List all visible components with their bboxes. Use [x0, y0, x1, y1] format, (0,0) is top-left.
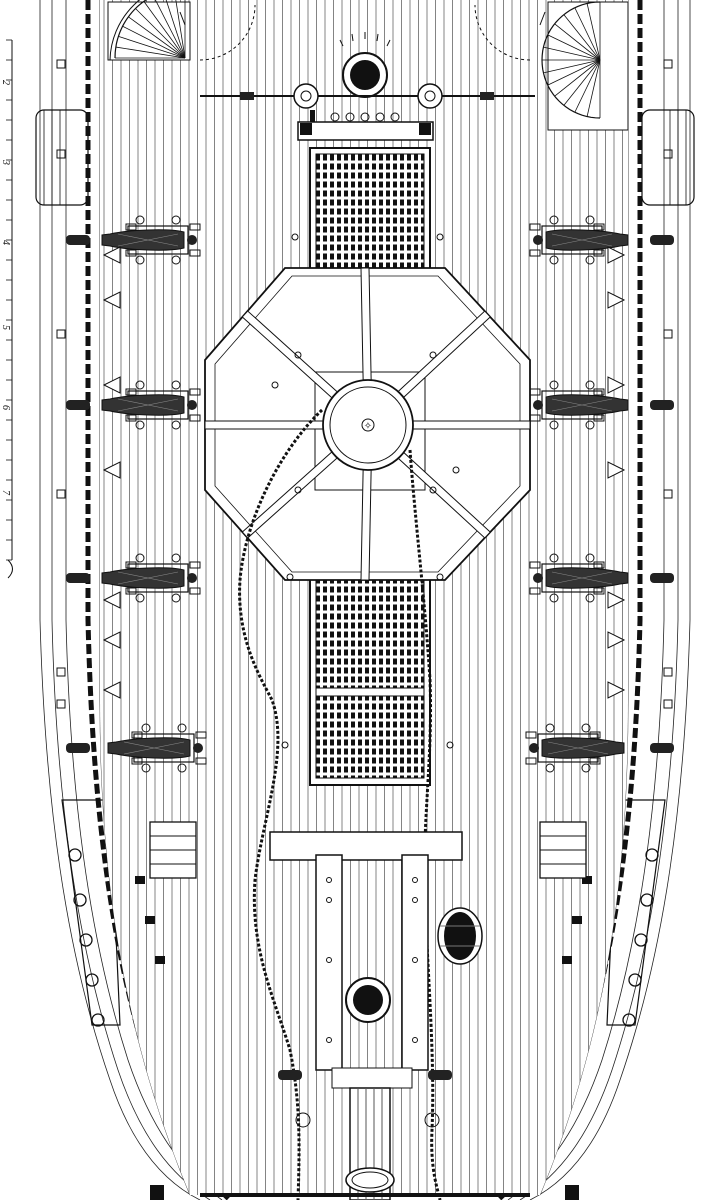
door-swings — [179, 4, 546, 61]
grating-forward — [309, 147, 431, 281]
port-lid — [66, 573, 90, 583]
belaying-pins — [56, 59, 673, 1034]
scale-labels: 2 3 4 5 6 7 — [0, 80, 13, 579]
grating-aft — [309, 569, 431, 786]
port-lid — [66, 743, 90, 753]
scale-ticks — [6, 39, 12, 561]
forward-fittings — [200, 32, 535, 141]
scale-label: 7 — [0, 490, 11, 496]
spiral-stair-starboard — [541, 1, 629, 131]
barrel — [437, 907, 483, 965]
port-lid — [66, 235, 90, 245]
scale-bar: 2 3 4 5 6 7 — [0, 39, 13, 579]
aft-mast-hole — [345, 977, 391, 1023]
capstan-octagon: ✧ — [204, 267, 531, 581]
rudder-head — [345, 1087, 395, 1200]
scale-label: 2 — [0, 80, 11, 85]
scale-label: 6 — [0, 405, 11, 410]
scale-label: 5 — [0, 325, 11, 330]
aft-bitts — [269, 831, 463, 1089]
ladder-starboard — [539, 821, 587, 879]
stern-bollards — [278, 1070, 452, 1128]
spiral-stair-port — [107, 0, 191, 61]
scale-label: 3 — [0, 159, 11, 165]
port-lid — [66, 400, 90, 410]
transom — [150, 1185, 579, 1200]
ladder-port — [149, 821, 197, 879]
svg-text:✧: ✧ — [364, 421, 372, 432]
scale-label: 4 — [0, 240, 11, 245]
